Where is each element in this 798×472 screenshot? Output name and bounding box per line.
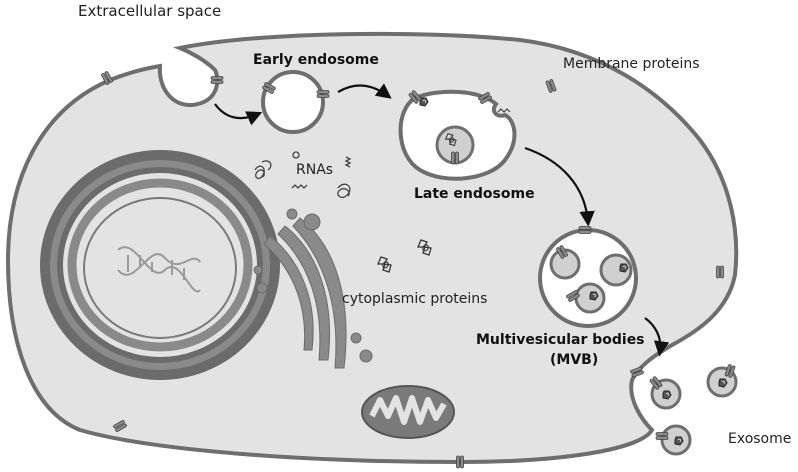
- label-extracellular-space: Extracellular space: [78, 2, 222, 20]
- label-early-endosome: Early endosome: [253, 52, 379, 68]
- label-cytoplasmic-proteins: cytoplasmic proteins: [342, 291, 488, 307]
- label-membrane-proteins: Membrane proteins: [563, 56, 700, 72]
- golgi-apparatus: [253, 208, 373, 369]
- pathway-arrows: [214, 83, 670, 357]
- label-mvb-line1: Multivesicular bodies: [476, 332, 645, 348]
- multivesicular-body: [538, 226, 638, 328]
- arrow-to-mvb: [524, 146, 595, 227]
- label-mvb-line2: (MVB): [550, 352, 599, 368]
- arrow-to-exosome: [644, 317, 670, 357]
- arrow-to-early-endosome: [214, 103, 263, 126]
- label-rnas: RNAs: [296, 162, 334, 178]
- label-exosome: Exosome: [728, 431, 792, 447]
- rna-molecules: [254, 151, 352, 198]
- exosome-vesicles: [649, 363, 738, 456]
- arrow-to-late-endosome: [337, 83, 392, 99]
- nucleus: [40, 150, 280, 380]
- label-late-endosome: Late endosome: [414, 186, 535, 202]
- late-endosome: [398, 89, 517, 181]
- dna-icon: [117, 246, 201, 293]
- mitochondrion: [361, 385, 455, 439]
- early-endosome: [261, 70, 330, 134]
